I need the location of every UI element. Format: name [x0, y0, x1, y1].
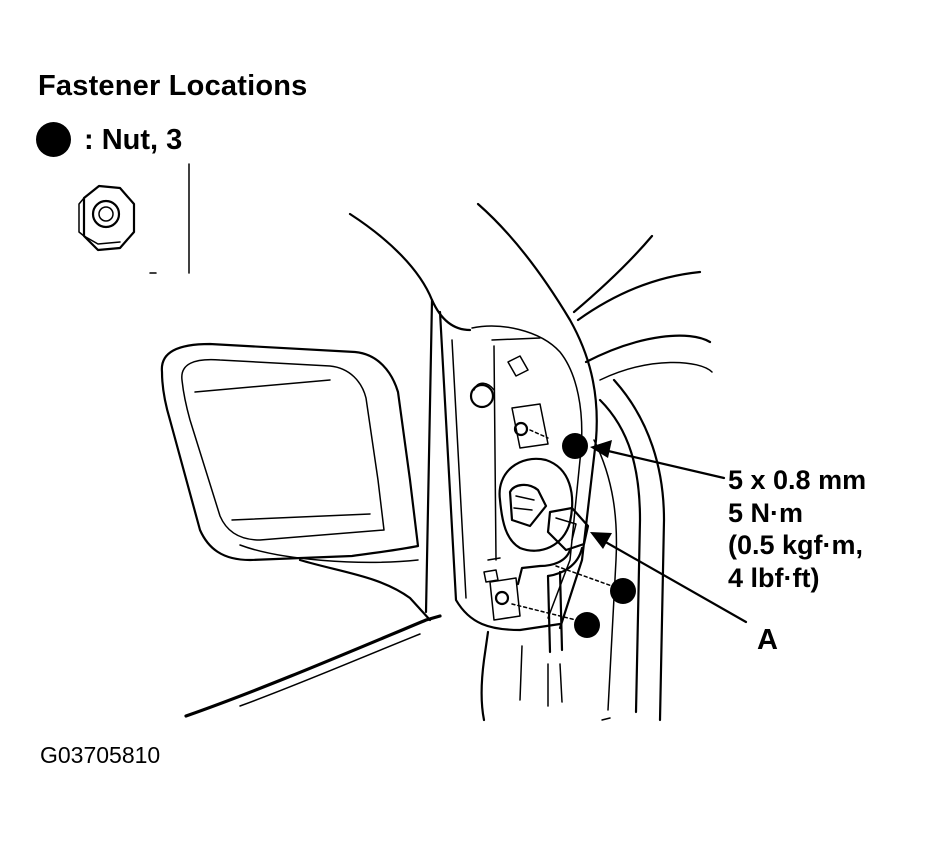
mirror-housing [160, 342, 432, 622]
torque-spec-arrow [590, 440, 726, 480]
nut-leaders [511, 429, 613, 621]
nut-illustration-icon [78, 184, 136, 252]
legend-label: : Nut, 3 [84, 124, 183, 156]
torque-spec-kgfm: (0.5 kgf·m, [728, 530, 864, 560]
nut-marker-lower-right [610, 578, 636, 604]
diagram-title: Fastener Locations [38, 70, 308, 102]
door-sill-inner [239, 633, 421, 707]
torque-spec-lbfft: 4 lbf·ft) [728, 563, 820, 593]
callout-a-arrow [590, 532, 748, 624]
torque-spec-size: 5 x 0.8 mm [728, 465, 867, 495]
torque-spec-nm: 5 N·m [728, 498, 804, 528]
door-panel [348, 202, 598, 632]
door-sill-line [184, 614, 442, 718]
nut-marker-lower-left [574, 612, 600, 638]
nut-marker-upper [562, 433, 588, 459]
callout-label-a: A [757, 624, 778, 656]
door-frame [480, 234, 713, 722]
legend-nut-symbol-icon [36, 122, 71, 157]
figure-id: G03705810 [40, 742, 161, 768]
